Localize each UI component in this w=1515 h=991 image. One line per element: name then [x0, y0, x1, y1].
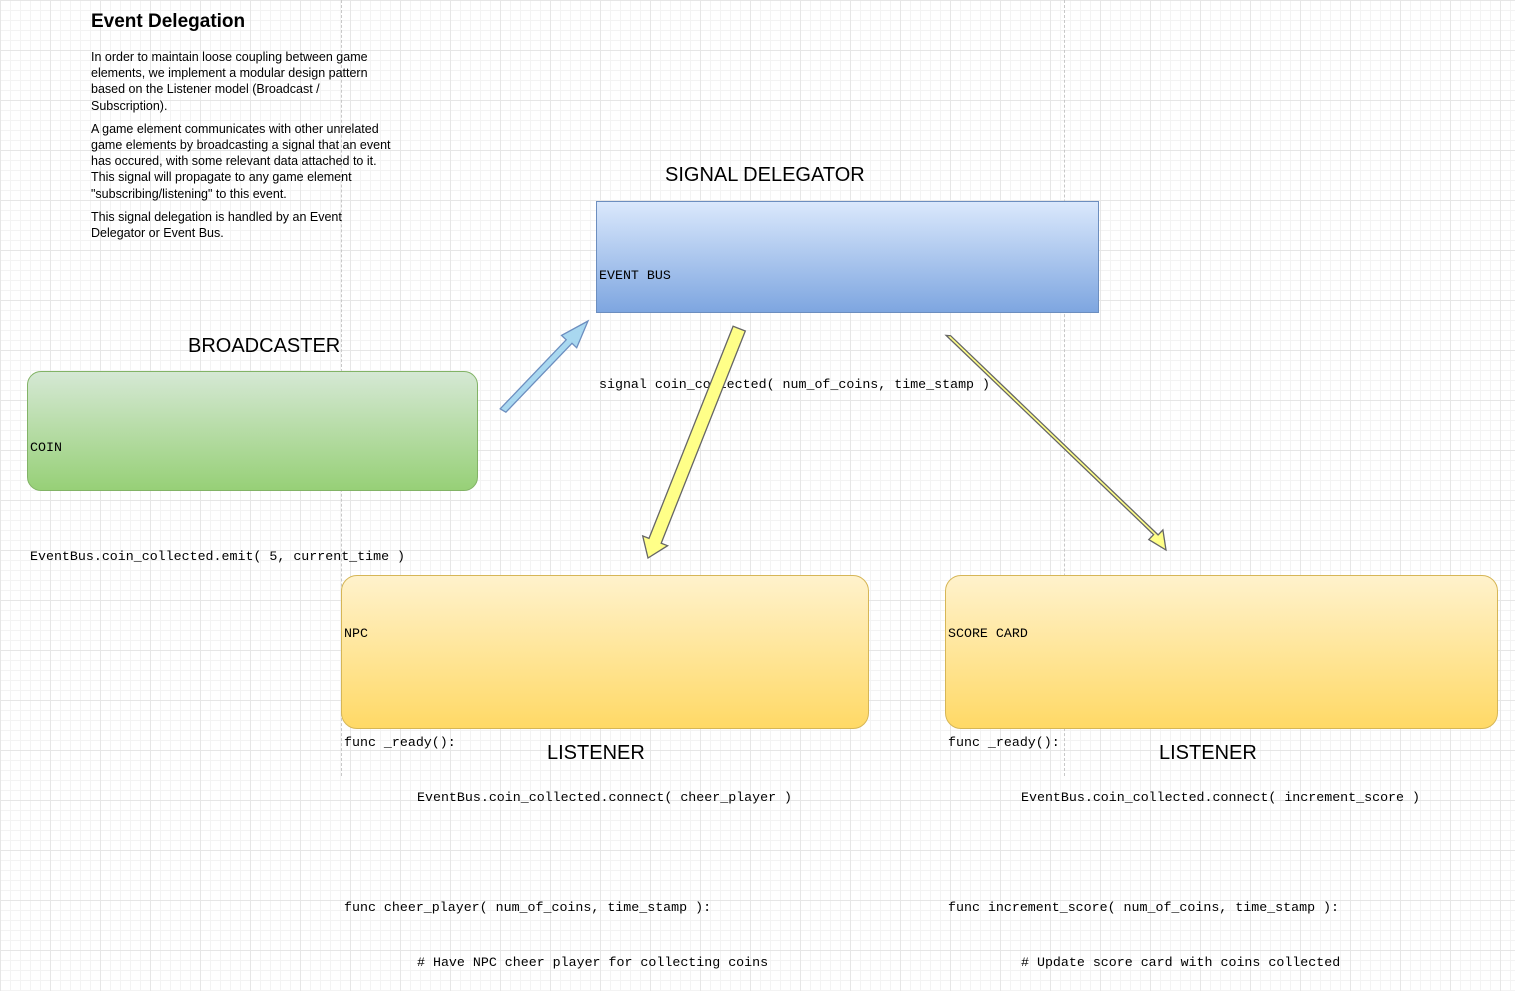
ready-func-declaration: func _ready():: [344, 735, 456, 751]
emit-statement: EventBus.coin_collected.emit( 5, current…: [30, 549, 406, 565]
code-blank-line: [344, 679, 868, 697]
broadcast-arrow[interactable]: [499, 319, 590, 414]
description-paragraph: In order to maintain loose coupling betw…: [91, 50, 368, 113]
handler-func-declaration: func increment_score( num_of_coins, time…: [948, 900, 1339, 916]
diagram-title: Event Delegation: [91, 11, 246, 32]
coin-title: COIN: [30, 439, 62, 455]
description-text: In order to maintain loose coupling betw…: [91, 49, 391, 248]
handler-func-declaration: func cheer_player( num_of_coins, time_st…: [344, 900, 712, 916]
description-paragraph: This signal delegation is handled by an …: [91, 209, 342, 241]
score-card-title: SCORE CARD: [948, 625, 1028, 641]
npc-title: NPC: [344, 625, 368, 641]
code-blank-line: [599, 321, 1098, 339]
score-card-box[interactable]: SCORE CARD func _ready(): EventBus.coin_…: [945, 575, 1498, 970]
event-bus-box[interactable]: EVENT BUS signal coin_collected( num_of_…: [596, 201, 1099, 392]
listener-label-npc: LISTENER: [547, 742, 645, 764]
npc-box[interactable]: NPC func _ready(): EventBus.coin_collect…: [341, 575, 869, 970]
signal-delegator-label: SIGNAL DELEGATOR: [665, 164, 865, 186]
handler-comment: # Have NPC cheer player for collecting c…: [417, 954, 769, 970]
connect-statement: EventBus.coin_collected.connect( increme…: [1021, 790, 1420, 806]
event-bus-title: EVENT BUS: [599, 267, 671, 283]
code-blank-line: [344, 844, 868, 862]
signal-declaration: signal coin_collected( num_of_coins, tim…: [599, 377, 990, 393]
handler-comment: # Update score card with coins collected: [1021, 954, 1341, 970]
code-blank-line: [30, 493, 477, 511]
ready-func-declaration: func _ready():: [948, 735, 1060, 751]
listener-label-score-card: LISTENER: [1159, 742, 1257, 764]
broadcaster-label: BROADCASTER: [188, 335, 341, 357]
connect-statement: EventBus.coin_collected.connect( cheer_p…: [417, 790, 793, 806]
description-paragraph: A game element communicates with other u…: [91, 121, 391, 201]
code-blank-line: [948, 679, 1497, 697]
code-blank-line: [948, 844, 1497, 862]
coin-box[interactable]: COIN EventBus.coin_collected.emit( 5, cu…: [27, 371, 478, 564]
